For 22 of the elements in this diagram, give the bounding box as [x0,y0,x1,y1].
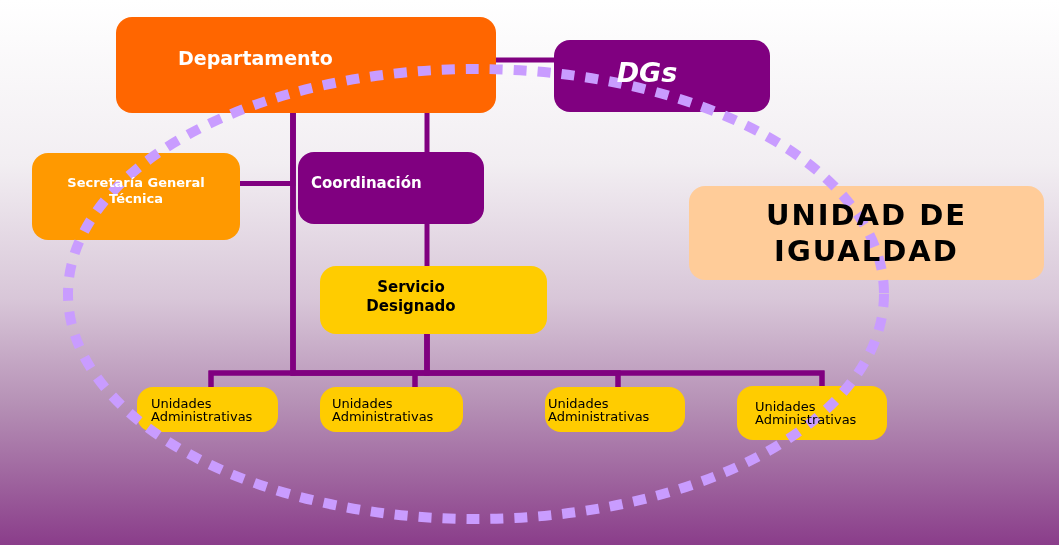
directorate-box [554,40,770,112]
administrative-unit-box [137,387,278,432]
node-label: Unidades Administrativas [151,396,254,423]
department-box [116,17,496,113]
coordination-box [298,152,484,224]
service-box [320,266,547,334]
node-label: Unidades Administrativas [548,396,651,423]
connector-line [424,224,430,266]
node-label: Coordinación [311,174,422,193]
administrative-unit-box [320,387,463,432]
node-label: Departamento [178,47,333,71]
node-label: Secretaría General Técnica [66,175,206,208]
secretariat-box [32,153,240,240]
node-label: Servicio Designado [365,278,457,316]
equality-unit-box [689,186,1044,280]
administrative-unit-box [545,387,685,432]
node-label: DGs [616,56,678,90]
node-label: UNIDAD DE IGUALDAD [764,196,969,270]
node-label: Unidades Administrativas [332,396,435,423]
connector-line [496,57,554,63]
connector-line [424,113,430,152]
connector-line [424,334,825,386]
